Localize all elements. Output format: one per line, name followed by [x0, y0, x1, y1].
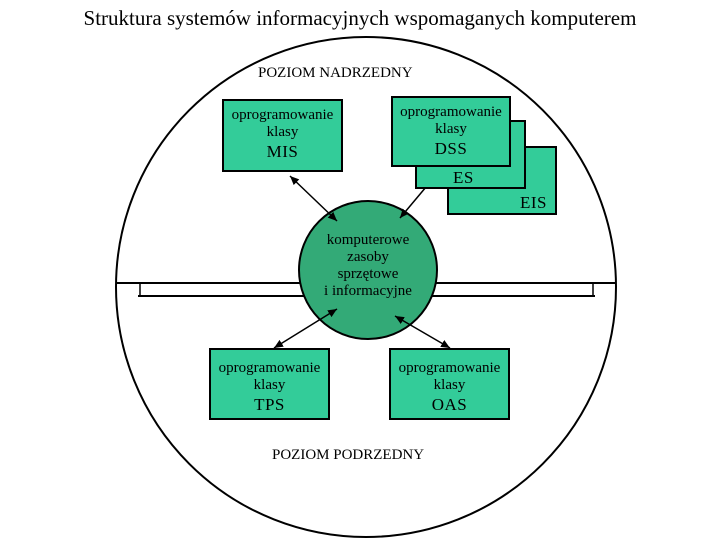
box-tps-line2: klasy [253, 377, 286, 393]
lower-level-label: POZIOM PODRZEDNY [272, 447, 425, 463]
center-line3: sprzętowe [337, 266, 399, 282]
box-oas-line1: oprogramowanie [398, 360, 501, 376]
box-oas: oprogramowanie klasy OAS [389, 348, 510, 420]
box-mis-name: MIS [266, 142, 299, 161]
box-oas-line2: klasy [433, 377, 466, 393]
arrow-oas [394, 315, 451, 349]
box-tps-line1: oprogramowanie [218, 360, 321, 376]
center-line2: zasoby [347, 249, 389, 265]
upper-level-label: POZIOM NADRZEDNY [258, 65, 413, 81]
arrow-mis [289, 175, 338, 222]
box-mis-line1: oprogramowanie [231, 107, 334, 123]
box-dss-line1: oprogramowanie [400, 104, 502, 120]
box-dss-name: DSS [434, 139, 468, 158]
arrow-tps [273, 308, 338, 349]
center-circle [298, 200, 438, 340]
box-tps-name: TPS [254, 395, 285, 414]
box-mis: oprogramowanie klasy MIS [222, 99, 343, 172]
center-line4: i informacyjne [324, 283, 412, 299]
outer-circle [115, 36, 617, 538]
box-eis-name: EIS [520, 193, 547, 212]
box-tps: oprogramowanie klasy TPS [209, 348, 330, 420]
center-line1: komputerowe [326, 232, 410, 248]
box-mis-line2: klasy [266, 124, 299, 140]
box-dss: oprogramowanie klasy DSS [391, 96, 511, 167]
page-title: Struktura systemów informacyjnych wspoma… [83, 6, 637, 30]
box-oas-name: OAS [431, 395, 468, 414]
box-es-name: ES [453, 168, 474, 187]
center-label: komputerowe zasoby sprzętowe i informacy… [300, 232, 436, 300]
box-dss-line2: klasy [435, 121, 467, 137]
